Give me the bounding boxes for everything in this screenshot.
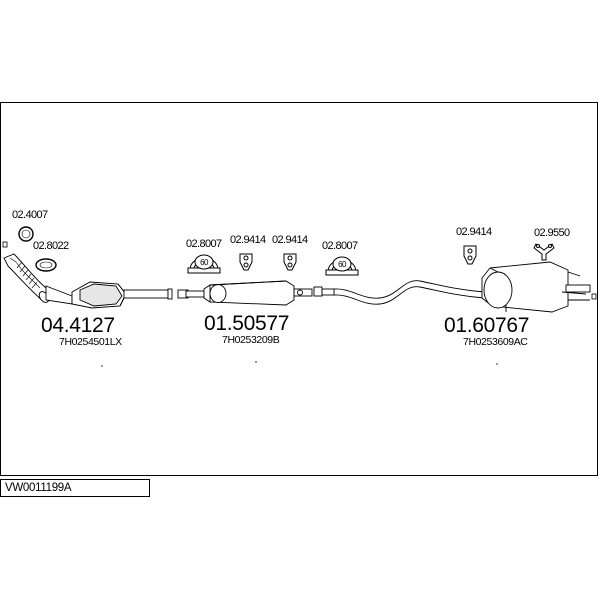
oem-number-label: 7H0254501LX (59, 336, 122, 348)
accessory-code-label: 02.9414 (456, 226, 492, 238)
rear-silencer-part[interactable] (481, 261, 591, 313)
right-edge-marker (591, 293, 597, 300)
diagram-frame (0, 102, 598, 476)
accessory-code-label: 02.8022 (33, 240, 69, 252)
accessory-code-label: 02.9414 (272, 234, 308, 246)
accessory-code-label: 02.8007 (186, 238, 222, 250)
middle-silencer-part[interactable] (177, 280, 313, 306)
clamp-size-label: 60 (338, 260, 347, 269)
part-marker-dot (101, 365, 103, 367)
gasket-ring-icon[interactable] (35, 258, 57, 272)
rear-pipe-part[interactable] (313, 280, 485, 305)
part-marker-dot (496, 363, 498, 365)
clamp-60-icon[interactable]: 60 (325, 256, 359, 276)
accessory-code-label: 02.9414 (230, 234, 266, 246)
part-code-label: 01.60767 (444, 314, 529, 337)
catalytic-converter-part[interactable] (3, 253, 173, 309)
left-edge-marker (2, 241, 8, 248)
reference-code: VW0011199A (5, 482, 72, 494)
rubber-hanger-icon[interactable] (239, 253, 253, 271)
oem-number-label: 7H0253209B (222, 334, 280, 346)
part-code-label: 04.4127 (41, 314, 115, 337)
part-marker-dot (255, 361, 257, 363)
clamp-size-label: 60 (200, 258, 209, 267)
accessory-code-label: 02.8007 (322, 240, 358, 252)
rubber-hanger-icon[interactable] (283, 253, 297, 271)
bracket-icon[interactable] (533, 243, 555, 261)
part-code-label: 01.50577 (204, 312, 289, 335)
accessory-code-label: 02.4007 (12, 209, 48, 221)
accessory-code-label: 02.9550 (534, 227, 570, 239)
flex-section (16, 261, 38, 289)
rubber-hanger-icon[interactable] (463, 245, 477, 265)
reference-code-box: VW0011199A (0, 479, 150, 497)
oem-number-label: 7H0253609AC (463, 336, 528, 348)
gasket-ring-icon[interactable] (18, 226, 34, 242)
clamp-60-icon[interactable]: 60 (187, 254, 221, 274)
